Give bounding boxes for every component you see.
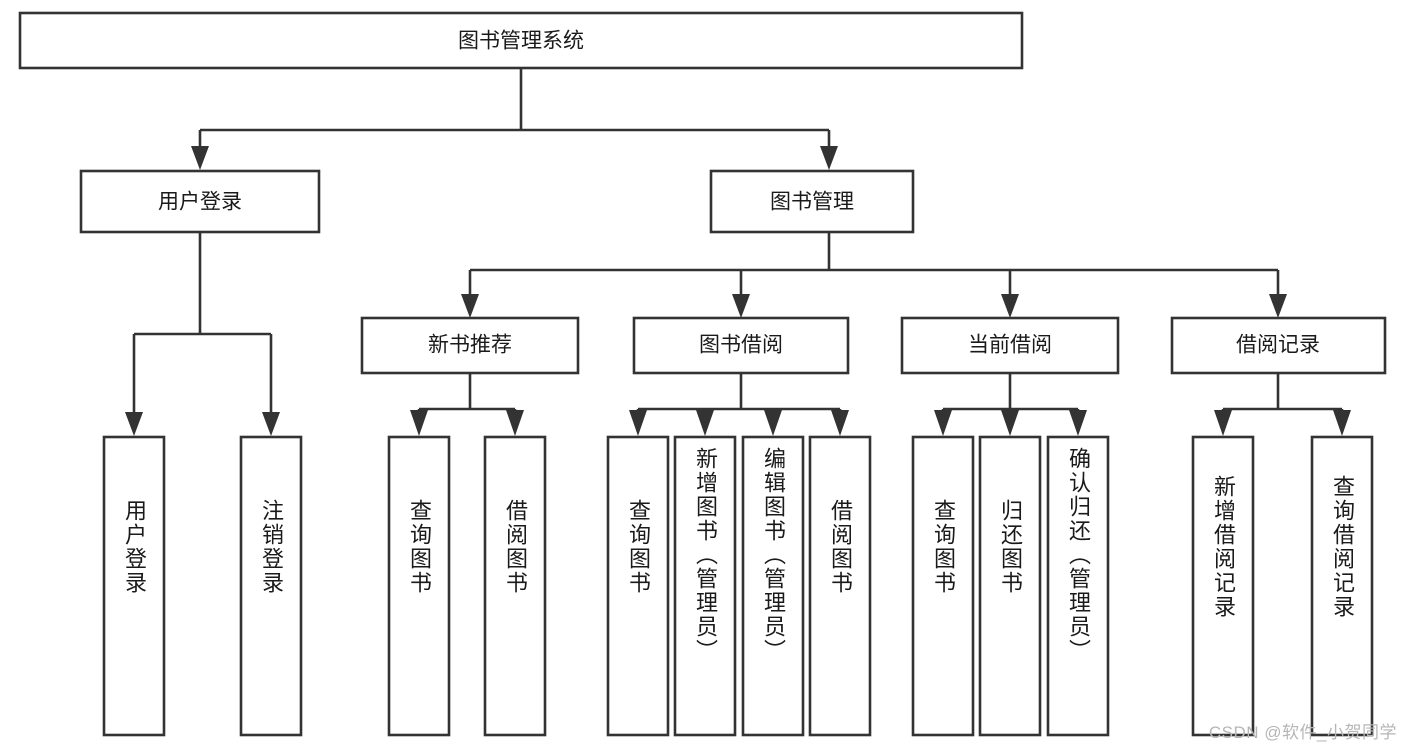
arrowhead-query-borrow-record (1333, 410, 1351, 436)
arrowhead-user-login (191, 146, 209, 170)
node-borrow-record-box[interactable] (1170, 316, 1387, 375)
node-book-manage-box[interactable] (709, 169, 915, 234)
node-book-borrow-label: 图书借阅 (699, 334, 783, 357)
arrowhead-return-book (1001, 410, 1019, 436)
node-current-borrow-box[interactable] (900, 316, 1120, 375)
node-user-login-do-box[interactable] (102, 435, 166, 737)
node-query-book-2-box[interactable] (606, 435, 670, 737)
arrowhead-query-book-1 (410, 410, 428, 436)
node-user-login-label: 用户登录 (158, 191, 242, 214)
node-root-label: 图书管理系统 (458, 30, 584, 53)
node-user-logout-box[interactable] (239, 435, 303, 737)
node-confirm-return-admin-box[interactable] (1046, 435, 1110, 737)
arrowhead-user-login-do (125, 412, 143, 436)
arrowhead-query-book-2 (629, 410, 647, 436)
node-root-box[interactable] (18, 11, 1024, 70)
watermark-text: CSDN @软件_小贺同学 (1208, 723, 1397, 742)
node-borrow-book-2-box[interactable] (808, 435, 872, 737)
node-borrow-record-label: 借阅记录 (1236, 334, 1320, 357)
connector-layer (125, 68, 1351, 436)
node-user-login-box[interactable] (79, 169, 321, 234)
node-query-book-1-box[interactable] (387, 435, 451, 737)
arrowhead-book-manage (820, 146, 838, 170)
arrowhead-user-logout (262, 412, 280, 436)
node-return-book-box[interactable] (978, 435, 1042, 737)
arrowhead-new-book-recommend (461, 294, 479, 318)
node-add-borrow-record-box[interactable] (1191, 435, 1255, 737)
arrowhead-book-borrow (732, 294, 750, 318)
arrowhead-add-borrow-record (1214, 410, 1232, 436)
node-layer: 图书管理系统 用户登录 图书管理 新书推荐 图书借阅 当前借阅 借阅记录 (18, 11, 1387, 737)
node-book-manage-label: 图书管理 (770, 191, 854, 214)
arrowhead-borrow-record (1269, 294, 1287, 318)
arrowhead-current-borrow (1001, 294, 1019, 318)
arrowhead-borrow-book-2 (831, 410, 849, 436)
node-new-book-recommend-box[interactable] (360, 316, 580, 375)
arrowhead-confirm-return-admin (1069, 410, 1087, 436)
node-query-borrow-record-box[interactable] (1310, 435, 1374, 737)
arrowhead-edit-book-admin (764, 410, 782, 436)
node-book-borrow-box[interactable] (632, 316, 850, 375)
node-new-book-recommend-label: 新书推荐 (428, 334, 512, 357)
node-edit-book-admin-box[interactable] (741, 435, 805, 737)
arrowhead-borrow-book-1 (506, 410, 524, 436)
node-borrow-book-1-box[interactable] (483, 435, 547, 737)
arrowhead-query-book-3 (934, 410, 952, 436)
node-query-book-3-box[interactable] (911, 435, 975, 737)
node-current-borrow-label: 当前借阅 (968, 334, 1052, 357)
arrowhead-add-book-admin (696, 410, 714, 436)
node-add-book-admin-box[interactable] (673, 435, 737, 737)
